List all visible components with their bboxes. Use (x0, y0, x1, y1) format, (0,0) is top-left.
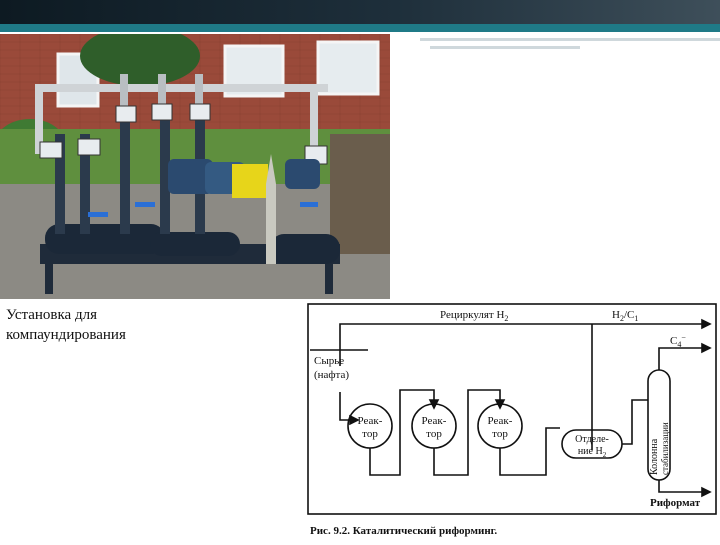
h2-c1-label: H2/C1 (612, 309, 638, 323)
figure-caption: Рис. 9.2. Каталитический риформинг. (310, 525, 497, 537)
feed-arrow (349, 414, 360, 426)
header-rule-1 (420, 38, 720, 41)
compounding-unit-photo (0, 34, 390, 299)
reformate-label: Риформат (650, 497, 701, 509)
link-r1-r2 (369, 389, 435, 476)
separator-label-2: ние H2 (578, 446, 607, 459)
column-label-2: стабилизации (660, 422, 670, 475)
feed-label-line-2: (нафта) (314, 369, 349, 381)
header-rule-2 (430, 46, 580, 49)
reactor-3-label-1: Реак- (488, 415, 513, 427)
feed-line (339, 392, 350, 421)
recycle-line (339, 323, 592, 366)
reactor-3-label-2: тор (492, 428, 508, 440)
reformate-arrow (701, 486, 712, 498)
recycle-label: Рециркулят H2 (440, 309, 508, 323)
c4-arrow (701, 342, 712, 354)
slide-header-accent (0, 24, 720, 32)
caption-line-2: компаундирования (6, 327, 126, 343)
sep-to-column (622, 399, 648, 445)
column-label-1: Колонна (649, 438, 660, 475)
link-r2-r3 (433, 389, 501, 476)
reactor-1-label-2: тор (362, 428, 378, 440)
separator-label-1: Отделе- (575, 434, 609, 445)
h2-arrow (701, 318, 712, 330)
diagram-frame (307, 303, 717, 515)
reactor-1-label-1: Реак- (358, 415, 383, 427)
reformate-line (658, 480, 710, 493)
reactor-2-label-1: Реак- (422, 415, 447, 427)
caption-line-1: Установка для (6, 307, 97, 323)
feed-label-line-1: Сырье (314, 355, 344, 367)
slide-header-bar (0, 0, 720, 24)
catalytic-reforming-diagram: Рециркулят H2 H2/C1 C4− Сырье (нафта) Ре… (300, 300, 720, 540)
c4-label: C4− (670, 333, 686, 349)
photo-caption: Установка для компаундирования (6, 305, 206, 345)
reactor-2-label-2: тор (426, 428, 442, 440)
c4-line (658, 347, 710, 370)
link-r3-sep (499, 427, 560, 476)
